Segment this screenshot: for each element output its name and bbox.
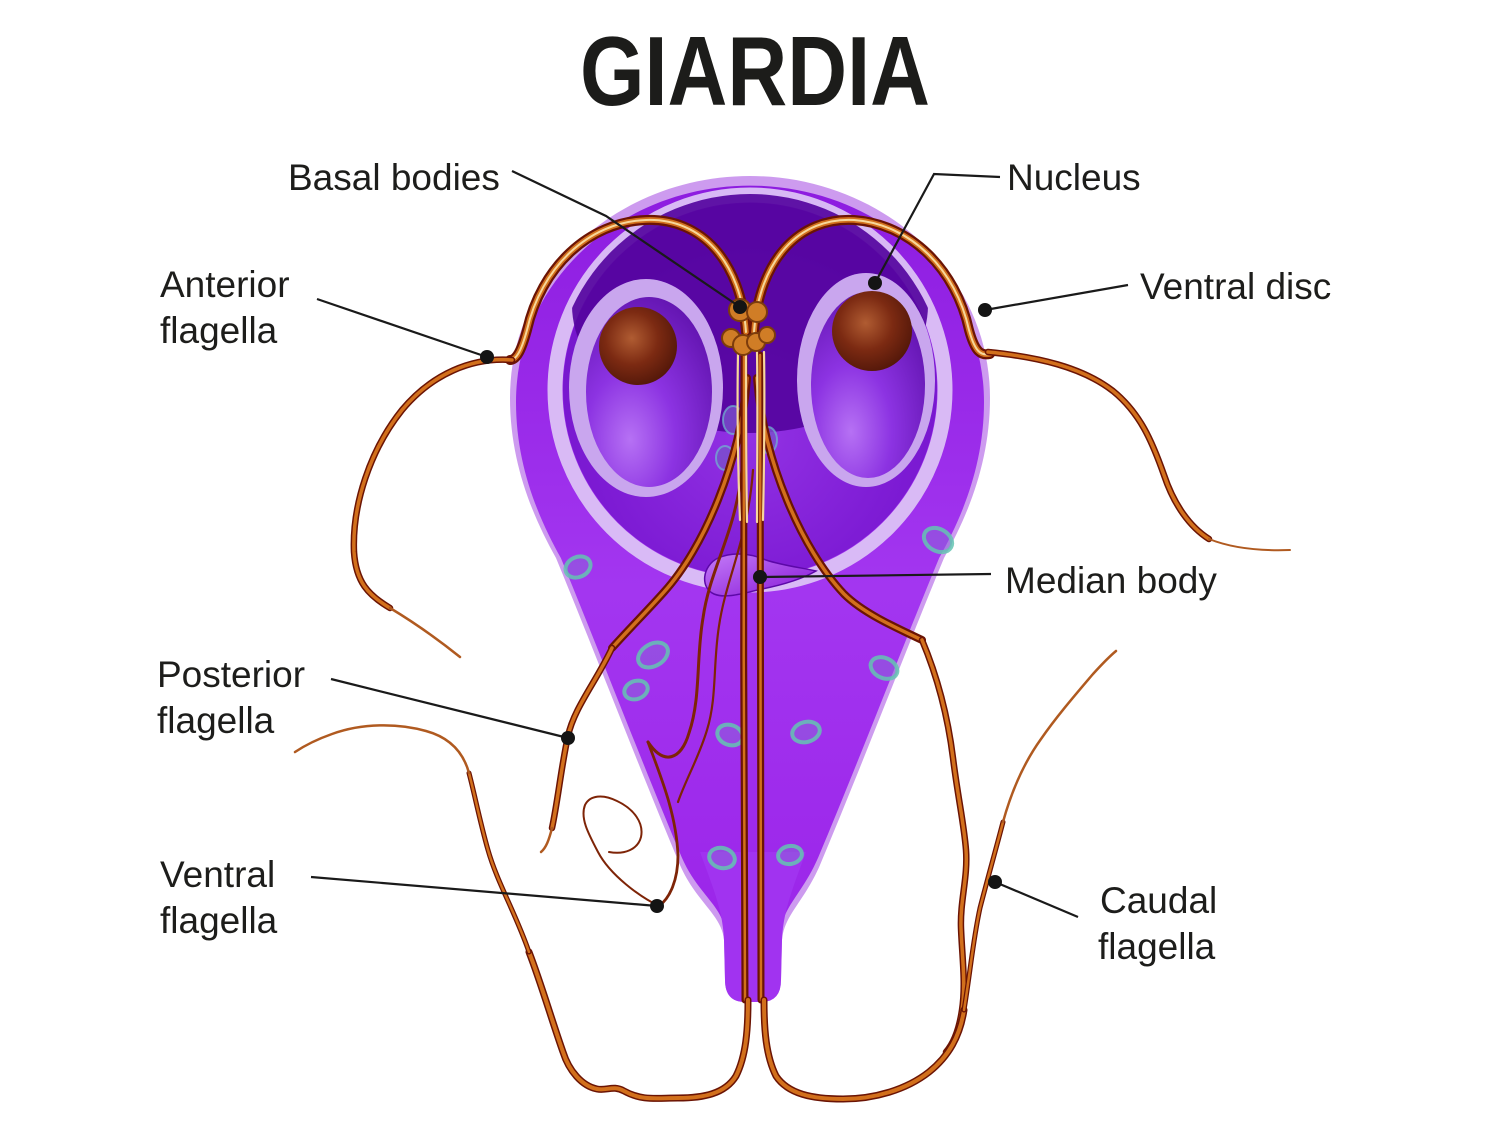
leader-ventral-disc <box>984 283 1129 312</box>
leader-dot-ventral-disc <box>978 303 992 317</box>
label-posterior-flagella-line2: flagella <box>157 700 275 741</box>
flagellum-tip <box>1208 538 1291 552</box>
vesicle <box>868 655 900 681</box>
leader-dot-nucleus <box>868 276 882 290</box>
tail <box>700 852 806 1002</box>
basal-body <box>746 301 768 323</box>
label-basal-bodies: Basal bodies <box>288 157 500 198</box>
vesicle <box>707 845 737 871</box>
organism <box>510 176 990 1002</box>
axoneme-highlight <box>736 350 742 522</box>
ventral-flagellum <box>646 740 680 908</box>
label-anterior-flagella-line2: flagella <box>160 310 278 351</box>
ventral-flagellum-axoneme <box>646 468 744 759</box>
caudal-axonemes <box>736 350 766 1000</box>
ventral-flagella-internal <box>646 468 755 804</box>
leader-dot-anterior-flagella <box>480 350 494 364</box>
leader-dot-basal-bodies <box>733 300 747 314</box>
label-caudal-flagella-line2: flagella <box>1098 926 1216 967</box>
ventral-flagellum-external <box>582 740 680 908</box>
leader-anterior-flagella <box>316 297 488 359</box>
flagellum-tip <box>1001 649 1118 824</box>
flagellum-tip <box>388 606 462 659</box>
axoneme-highlight <box>744 350 749 524</box>
posterior-flagellum-right <box>922 640 966 1052</box>
leader-ventral-flagella <box>310 875 658 908</box>
label-ventral-flagella-line1: Ventral <box>160 854 275 895</box>
vesicle <box>636 640 670 670</box>
leader-dot-ventral-flagella <box>650 899 664 913</box>
leader-median-body <box>759 572 992 579</box>
label-nucleus: Nucleus <box>1007 157 1141 198</box>
label-caudal-flagella-line1: Caudal <box>1100 880 1217 921</box>
vesicles <box>563 525 955 871</box>
anterior-flagellum-right <box>988 352 1291 552</box>
leader-nucleus <box>874 172 1001 284</box>
leader-dot-caudal-flagella <box>988 875 1002 889</box>
ventral-flagellum-axoneme <box>676 468 755 804</box>
flagellum-tip <box>539 826 554 854</box>
label-ventral-disc: Ventral disc <box>1140 266 1331 307</box>
leader-dot-posterior-flagella <box>561 731 575 745</box>
label-posterior-flagella-line1: Posterior <box>157 654 305 695</box>
basal-body <box>758 326 776 344</box>
anterior-flagellum-left <box>354 360 512 659</box>
labels: GIARDIA Basal bodies Nucleus Anterior fl… <box>157 16 1331 967</box>
vesicle <box>921 525 955 555</box>
vesicle <box>790 719 822 745</box>
leader-posterior-flagella <box>330 677 569 740</box>
external-flagella <box>293 352 1291 1099</box>
ventral-flagellum-curl <box>582 795 660 907</box>
flagellum-tip <box>293 724 471 775</box>
leader-dot-median-body <box>753 570 767 584</box>
vesicle <box>563 554 593 580</box>
axoneme-highlight <box>761 350 766 522</box>
leader-caudal-flagella <box>994 880 1079 919</box>
label-ventral-flagella-line2: flagella <box>160 900 278 941</box>
vesicle <box>776 843 804 867</box>
nucleus-left <box>569 279 723 497</box>
label-median-body: Median body <box>1005 560 1217 601</box>
diagram-title: GIARDIA <box>580 16 930 126</box>
nucleus-right-karyosome <box>832 291 912 371</box>
vesicle <box>622 678 650 702</box>
leader-basal-bodies <box>511 170 741 308</box>
leader-lines <box>310 170 1129 919</box>
nucleus-right <box>797 273 935 487</box>
nucleus-left-karyosome <box>599 307 677 385</box>
label-anterior-flagella-line1: Anterior <box>160 264 290 305</box>
posterior-flagellum-left <box>539 648 612 854</box>
